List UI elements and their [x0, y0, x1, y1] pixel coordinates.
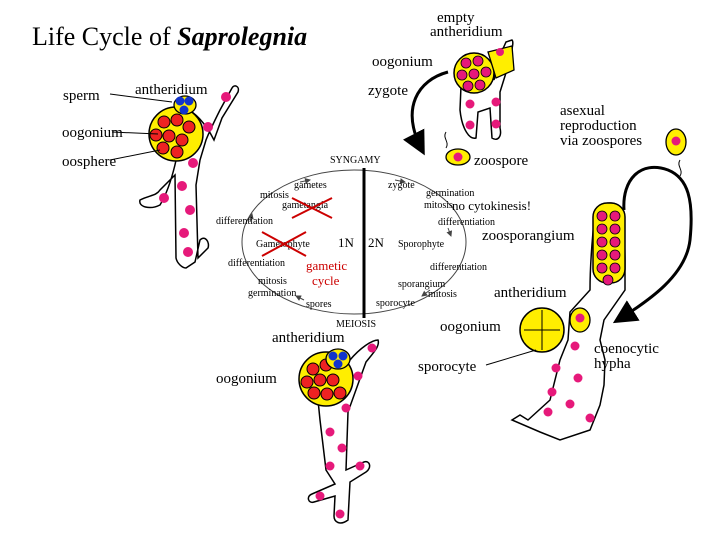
- label-1n: 1N: [338, 235, 355, 250]
- label-mitosis-top-left: mitosis: [260, 190, 289, 201]
- label-asexual: asexual: [560, 103, 605, 119]
- label-sporocyte-cycle: sporocyte: [376, 298, 415, 309]
- label-antheridium-bottom: antheridium: [272, 330, 345, 346]
- label-differentiation-mid-left: differentiation: [228, 258, 285, 269]
- label-coenocytic: coenocytic: [594, 341, 659, 357]
- label-antheridium-left: antheridium: [135, 82, 208, 98]
- label-sporangium: sporangium: [398, 279, 445, 290]
- label-zoosporangium: zoosporangium: [482, 228, 575, 244]
- label-gametic: gametic: [306, 258, 347, 273]
- label-oogonium-right: oogonium: [440, 319, 501, 335]
- label-cycle: cycle: [312, 273, 340, 288]
- label-mitosis-bottom-right: mitosis: [428, 289, 457, 300]
- top-hypha-group: empty antheridium oogonium zygote zoospo…: [368, 10, 528, 169]
- label-zoospore: zoospore: [474, 153, 528, 169]
- red-cross-icon-2: [261, 231, 307, 257]
- label-2n: 2N: [368, 235, 385, 250]
- label-mitosis-bottom-left: mitosis: [258, 276, 287, 287]
- curved-arrow-icon: [403, 70, 449, 156]
- label-oosphere: oosphere: [62, 154, 116, 170]
- diagram-title: Life Cycle of Saprolegnia: [32, 22, 307, 51]
- label-no-cytokinesis: no cytokinesis!: [452, 198, 531, 213]
- bottom-hypha-group: antheridium oogonium: [216, 330, 380, 524]
- left-hypha: [139, 85, 240, 269]
- label-differentiation-top-right: differentiation: [438, 217, 495, 228]
- label-antheridium-right: antheridium: [494, 285, 567, 301]
- label-empty-antheridium: antheridium: [430, 24, 503, 40]
- label-germination-left: germination: [248, 288, 296, 299]
- label-sperm: sperm: [63, 88, 100, 104]
- label-reproduction: reproduction: [560, 118, 637, 134]
- life-cycle-loop: SYNGAMY MEIOSIS 1N 2N gametic cycle no c…: [216, 155, 531, 330]
- label-oogonium-left: oogonium: [62, 125, 123, 141]
- cycle-arrow-icon: [241, 169, 467, 315]
- left-hypha-group: sperm antheridium oogonium oosphere: [62, 82, 240, 269]
- label-spores: spores: [306, 299, 332, 310]
- label-meiosis: MEIOSIS: [336, 319, 376, 330]
- label-zygote-top: zygote: [368, 83, 408, 99]
- label-hypha: hypha: [594, 356, 631, 372]
- label-sporocyte-right: sporocyte: [418, 359, 477, 375]
- right-hypha-group: asexual reproduction via zoospores zoosp…: [418, 103, 693, 441]
- label-syngamy: SYNGAMY: [330, 155, 381, 166]
- label-germination-right: germination: [426, 188, 474, 199]
- label-differentiation-mid-right: differentiation: [430, 262, 487, 273]
- curved-arrow-icon-right: [612, 165, 693, 324]
- label-sporophyte: Sporophyte: [398, 239, 445, 250]
- label-differentiation-top-left: differentiation: [216, 216, 273, 227]
- label-mitosis-right: mitosis: [424, 200, 453, 211]
- label-oogonium-bottom: oogonium: [216, 371, 277, 387]
- label-oogonium-top: oogonium: [372, 54, 433, 70]
- red-cross-icon: [291, 197, 333, 219]
- label-zygote-cycle: zygote: [388, 180, 415, 191]
- label-empty: empty: [437, 10, 475, 26]
- label-via-zoospores: via zoospores: [560, 133, 642, 149]
- label-gametes: gametes: [294, 180, 327, 191]
- bottom-hypha: [307, 339, 380, 524]
- top-empty-antheridium: [487, 45, 515, 79]
